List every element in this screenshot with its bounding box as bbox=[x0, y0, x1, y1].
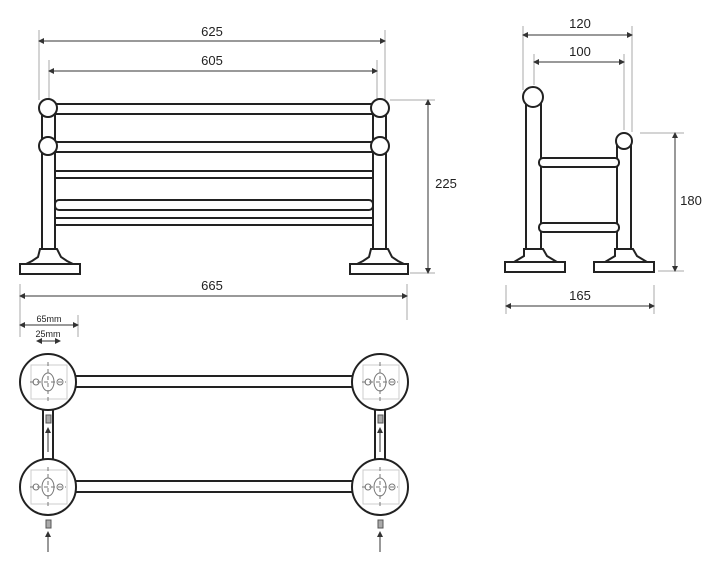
dim-side-height: 180 bbox=[680, 193, 702, 208]
top-view: 65mm 25mm bbox=[19, 314, 409, 552]
dim-width-base: 665 bbox=[201, 278, 223, 293]
dim-depth-base: 165 bbox=[569, 288, 591, 303]
dim-width-inner: 605 bbox=[201, 53, 223, 68]
side-view: 120 100 180 165 bbox=[504, 16, 702, 314]
dim-depth-inner: 100 bbox=[569, 44, 591, 59]
dim-width-outer: 625 bbox=[201, 24, 223, 39]
front-view: 625 605 225 665 bbox=[19, 24, 457, 320]
dim-fixing-width: 65mm bbox=[36, 314, 61, 324]
dim-hole-spacing: 25mm bbox=[35, 329, 60, 339]
dim-height: 225 bbox=[435, 176, 457, 191]
dim-depth-outer: 120 bbox=[569, 16, 591, 31]
